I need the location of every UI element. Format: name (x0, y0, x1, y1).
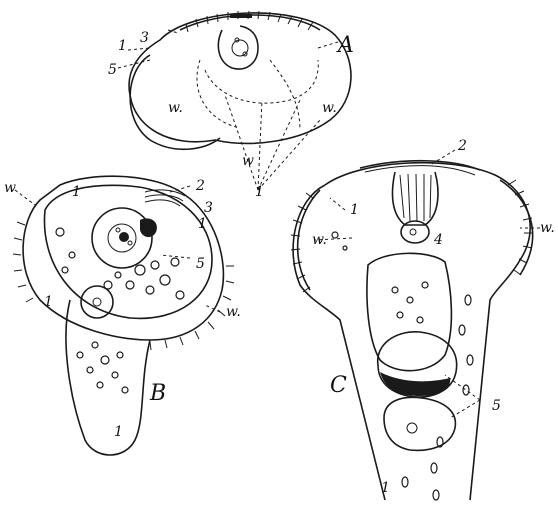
panel-a-label-w-left: w. (168, 100, 183, 116)
panel-b-label-2: 2 (195, 178, 205, 194)
panel-a-label-5: 5 (108, 62, 117, 78)
panel-c-label-4: 4 (433, 232, 443, 248)
panel-b-label-1-bottom: 1 (114, 424, 123, 440)
panel-a-label-3: 3 (140, 30, 149, 46)
panel-b-label-1-left: 1 (44, 294, 53, 310)
panel-c-label-5: 5 (492, 398, 501, 414)
panel-c-label-2: 2 (457, 138, 467, 154)
panel-b-letter: B (149, 381, 166, 406)
panel-c-label-1-top: 1 (350, 202, 359, 218)
panel-c-label-w-right: w. (540, 220, 555, 236)
panel-a-label-w-right: w. (322, 100, 337, 116)
panel-c-label-w-left: w. (312, 232, 327, 248)
panel-a-letter: A (336, 33, 354, 58)
panel-c-letter: C (330, 373, 347, 398)
panel-a (118, 11, 351, 190)
panel-a-label-1: 1 (118, 38, 127, 54)
panel-b-label-3: 3 (204, 200, 213, 216)
panel-b-label-1-right: 1 (198, 216, 207, 232)
panel-c-label-1-bottom: 1 (381, 480, 390, 496)
panel-b-label-w-right: w. (226, 304, 241, 320)
panel-a-label-w-bottom: w (242, 153, 254, 169)
panel-c (291, 150, 540, 500)
panel-b-label-5: 5 (196, 256, 205, 272)
panel-b-label-w-top: w (4, 180, 16, 196)
panel-a-label-1-bottom: 1 (255, 184, 264, 200)
panel-b-label-1-top: 1 (72, 184, 81, 200)
